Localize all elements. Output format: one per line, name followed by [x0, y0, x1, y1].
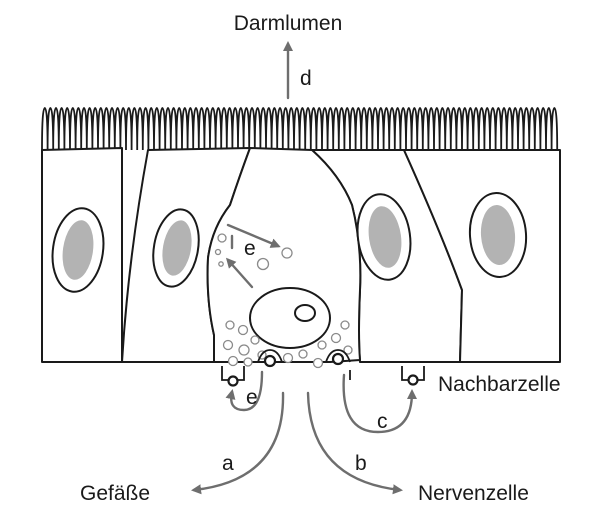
nerve-cell-label: Nervenzelle — [418, 482, 529, 505]
arrow-d-label: d — [300, 67, 312, 90]
vessels-label: Gefäße — [80, 482, 150, 505]
arrow-c-label: c — [377, 410, 388, 433]
enteroendocrine-nucleus — [250, 288, 330, 348]
arrow-b — [308, 393, 400, 490]
brush-border-microvilli — [42, 108, 557, 150]
nucleolus — [295, 305, 315, 321]
neighbor-cell-label: Nachbarzelle — [438, 373, 561, 396]
receptor-pockets — [222, 366, 424, 386]
lumen-label: Darmlumen — [234, 12, 343, 35]
arrow-e-bottom-label: e — [246, 386, 258, 409]
arrow-a-label: a — [222, 452, 234, 475]
arrow-e-top-label: e — [244, 237, 256, 260]
arrow-a — [194, 393, 283, 490]
arrow-b-label: b — [355, 452, 367, 475]
